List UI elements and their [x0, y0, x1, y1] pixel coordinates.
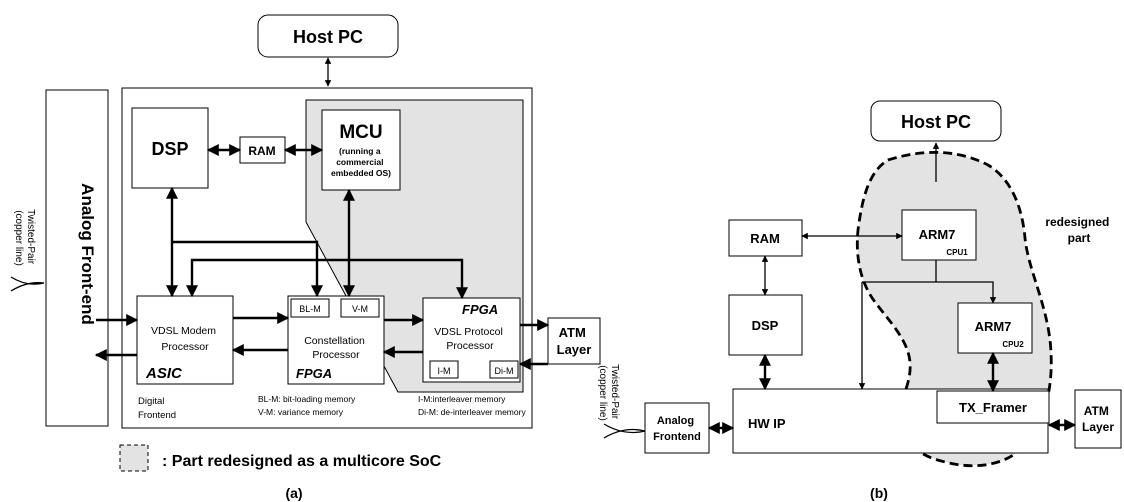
ram-label-b: RAM	[750, 231, 780, 246]
dsp-box-a	[131, 107, 209, 189]
caption-b: (b)	[870, 485, 888, 501]
analog-frontend-label-b: Analog Frontend	[653, 415, 701, 443]
constellation-label: Constellation Processor	[304, 335, 368, 361]
twisted-pair-icon-a	[10, 276, 45, 292]
host-pc-box-b	[870, 100, 1002, 142]
hw-ip-label: HW IP	[748, 416, 786, 431]
di-m-box	[489, 360, 519, 379]
digital-frontend-label: Digital Frontend	[138, 396, 176, 421]
legend-v-m: V-M: variance memory	[258, 407, 344, 417]
tx-framer-box	[936, 390, 1050, 424]
legend-i-m: I-M:interleaver memory	[418, 394, 506, 404]
redesigned-part-label: redesigned part	[1045, 215, 1112, 245]
twisted-pair-label-b: Twisted-Pair (copper line)	[597, 364, 620, 422]
atm-layer-box-a	[547, 317, 601, 365]
mcu-note: (running a commercial embedded OS)	[331, 146, 391, 178]
bus-lower	[186, 258, 468, 300]
arm7-cpu2-label: ARM7	[975, 319, 1012, 334]
tx-framer-label: TX_Framer	[959, 400, 1027, 415]
twisted-pair-icon-b	[603, 423, 646, 439]
panel-a: Host PC Analog Front-end Twisted-Pair (c…	[10, 14, 601, 501]
analog-frontend-box-b	[644, 402, 710, 454]
cpu1-to-cpu2	[862, 281, 997, 304]
host-pc-label: Host PC	[293, 27, 363, 47]
ram-box-a	[239, 136, 286, 164]
bl-m-label: BL-M	[299, 304, 321, 314]
host-pc-box	[257, 14, 399, 58]
caption-a: (a)	[285, 485, 302, 501]
twisted-pair-label-a: Twisted-Pair (copper line)	[13, 209, 36, 267]
atm-layer-box-b	[1074, 389, 1122, 449]
dsp-label-b: DSP	[752, 318, 779, 333]
atm-layer-label-b: ATM Layer	[1082, 404, 1114, 434]
mcu-label: MCU	[339, 122, 382, 143]
analog-frontend-box	[45, 89, 109, 427]
arm7-cpu1-box	[901, 209, 977, 261]
analog-frontend-label: Analog Front-end	[78, 183, 97, 325]
asic-label: ASIC	[145, 365, 183, 382]
i-m-box	[429, 360, 459, 379]
redesign-legend-label: : Part redesigned as a multicore SoC	[162, 453, 442, 470]
di-m-label: Di-M	[495, 366, 514, 376]
arm7-cpu1-label: ARM7	[919, 227, 956, 242]
v-m-label: V-M	[352, 304, 368, 314]
fpga-label-protocol: FPGA	[462, 302, 498, 317]
arm7-cpu2-box	[957, 302, 1033, 354]
redesign-legend-swatch	[119, 444, 149, 472]
panel-b: Host PC redesigned part RAM ARM7 CPU1 DS…	[597, 100, 1122, 501]
ram-label-a: RAM	[248, 144, 275, 158]
cpu2-label: CPU2	[1002, 340, 1024, 349]
host-pc-label-b: Host PC	[901, 112, 971, 132]
dsp-box-b	[728, 294, 803, 356]
vdsl-protocol-label: VDSL Protocol Processor	[434, 326, 505, 352]
atm-layer-label-a: ATM Layer	[557, 325, 592, 357]
i-m-label: I-M	[438, 366, 451, 376]
dsp-label-a: DSP	[151, 139, 188, 159]
vdsl-modem-label: VDSL Modem Processor	[151, 325, 219, 353]
legend-bl-m: BL-M: bit-loading memory	[258, 394, 356, 404]
vdsl-modem-box	[136, 295, 234, 385]
legend-di-m: Di-M: de-interleaver memory	[418, 407, 526, 417]
cpu1-label: CPU1	[946, 248, 968, 257]
bus-upper	[172, 240, 323, 298]
fpga-label-constellation: FPGA	[296, 366, 332, 381]
